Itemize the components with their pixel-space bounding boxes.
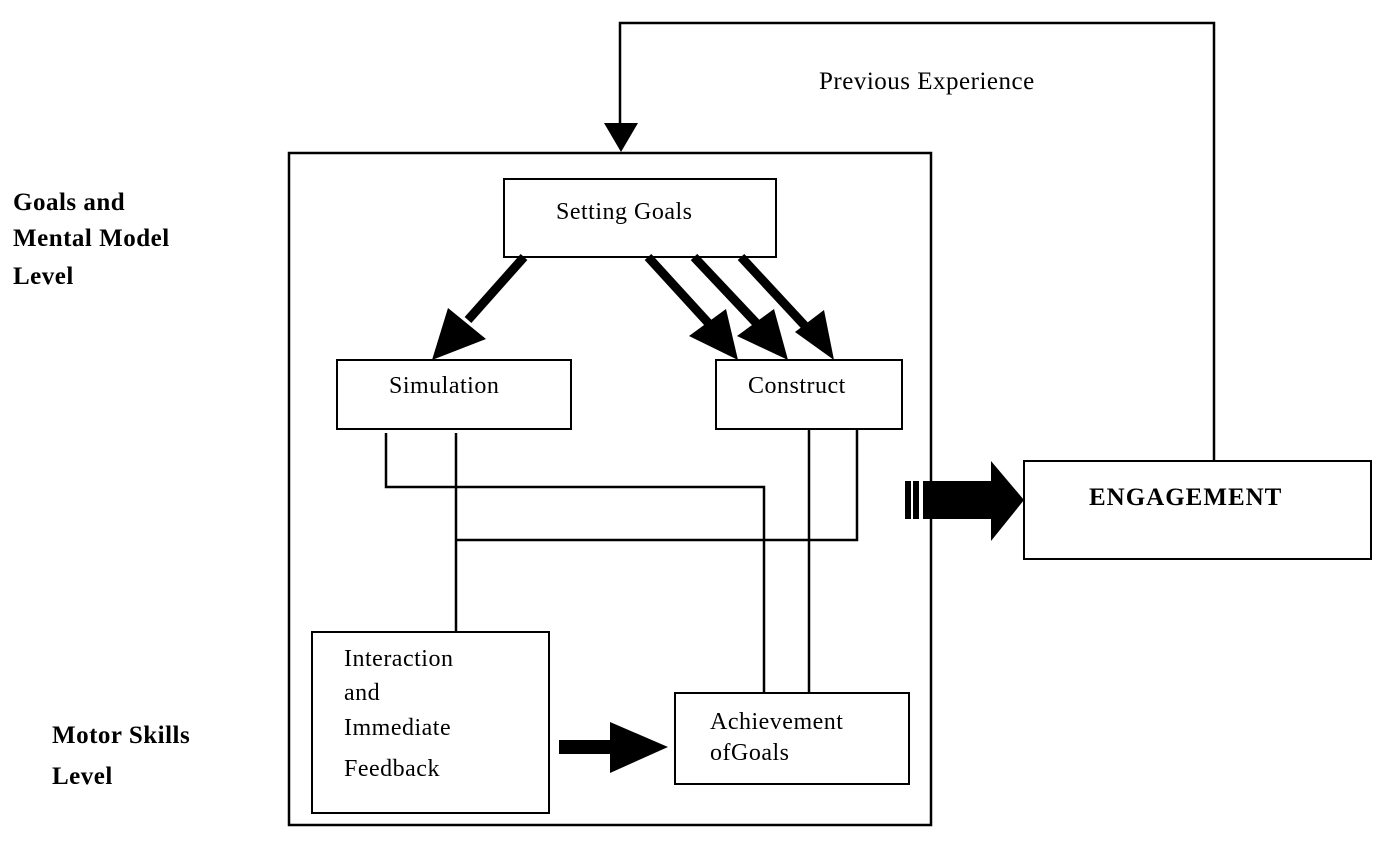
level-label-top-line-2: Mental Model — [13, 225, 170, 252]
arrow-goals-to-construct-1-shaft — [644, 253, 716, 331]
achievement-label-line-1: Achievement — [710, 709, 844, 735]
interaction-label-line-3: Immediate — [344, 715, 452, 741]
achievement-label-line-2: ofGoals — [710, 740, 790, 766]
arrow-interaction-to-achievement-shaft — [559, 740, 615, 754]
engagement-arrow-tick-1 — [905, 481, 911, 519]
feedback-loop-arrowhead — [604, 123, 638, 152]
arrow-goals-to-construct-2-shaft — [690, 253, 764, 331]
setting-goals-label: Setting Goals — [556, 199, 693, 225]
simulation-label: Simulation — [389, 373, 500, 399]
engagement-box — [1023, 460, 1372, 560]
arrow-goals-to-construct-2-head — [737, 309, 788, 360]
previous-experience-label: Previous Experience — [819, 68, 1035, 95]
arrow-goals-to-simulation-head — [432, 308, 486, 360]
engagement-arrow-head — [991, 461, 1024, 541]
arrow-goals-to-construct-1-head — [689, 309, 738, 360]
engagement-arrow-tick-2 — [913, 481, 919, 519]
engagement-arrow-shaft — [923, 481, 995, 519]
connector-construct-to-interaction — [456, 430, 859, 542]
setting-goals-box — [503, 178, 777, 258]
feedback-loop-line — [618, 21, 1216, 461]
level-label-bottom-line-2: Level — [52, 763, 113, 790]
level-label-top-line-3: Level — [13, 263, 74, 290]
level-label-top-line-1: Goals and — [13, 189, 126, 216]
arrow-goals-to-construct-3-head — [795, 310, 834, 360]
interaction-box — [311, 631, 550, 814]
interaction-label-line-4: Feedback — [344, 756, 440, 782]
arrow-interaction-to-achievement-head — [610, 722, 668, 773]
engagement-label: ENGAGEMENT — [1089, 484, 1283, 511]
achievement-box — [674, 692, 910, 785]
interaction-label-line-2: and — [344, 680, 381, 706]
simulation-box — [336, 359, 572, 430]
arrow-goals-to-construct-3-shaft — [737, 253, 810, 331]
construct-box — [715, 359, 903, 430]
connector-simulation-to-achievement — [384, 433, 766, 692]
arrow-goals-to-simulation-shaft — [464, 254, 528, 323]
construct-label: Construct — [748, 373, 846, 399]
level-label-bottom-line-1: Motor Skills — [52, 722, 191, 749]
interaction-label-line-1: Interaction — [344, 646, 454, 672]
